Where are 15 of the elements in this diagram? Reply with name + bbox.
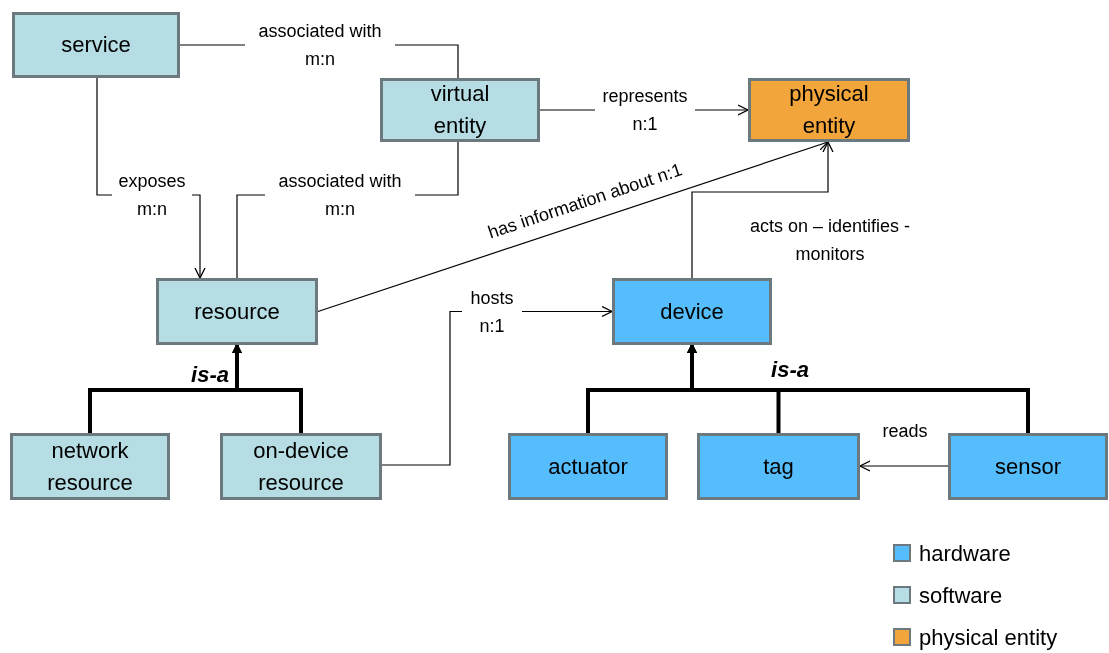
software-box: virtual entity xyxy=(380,78,540,142)
software-box: on-device resource xyxy=(220,433,382,500)
legend-label: software xyxy=(919,581,1003,610)
arrow xyxy=(691,141,834,279)
legend-label: hardware xyxy=(919,539,1011,568)
hardware-box: device xyxy=(612,278,772,345)
hardware-box: sensor xyxy=(948,433,1108,500)
hardware-box: tag xyxy=(697,433,860,500)
arrow xyxy=(859,460,949,472)
software-box: network resource xyxy=(10,433,170,500)
entity-box: physical entity xyxy=(748,78,910,142)
software-box: service xyxy=(12,12,180,78)
hardware-box: actuator xyxy=(508,433,668,500)
legend-label: physical entity xyxy=(919,623,1058,652)
software-box: resource xyxy=(156,278,318,345)
